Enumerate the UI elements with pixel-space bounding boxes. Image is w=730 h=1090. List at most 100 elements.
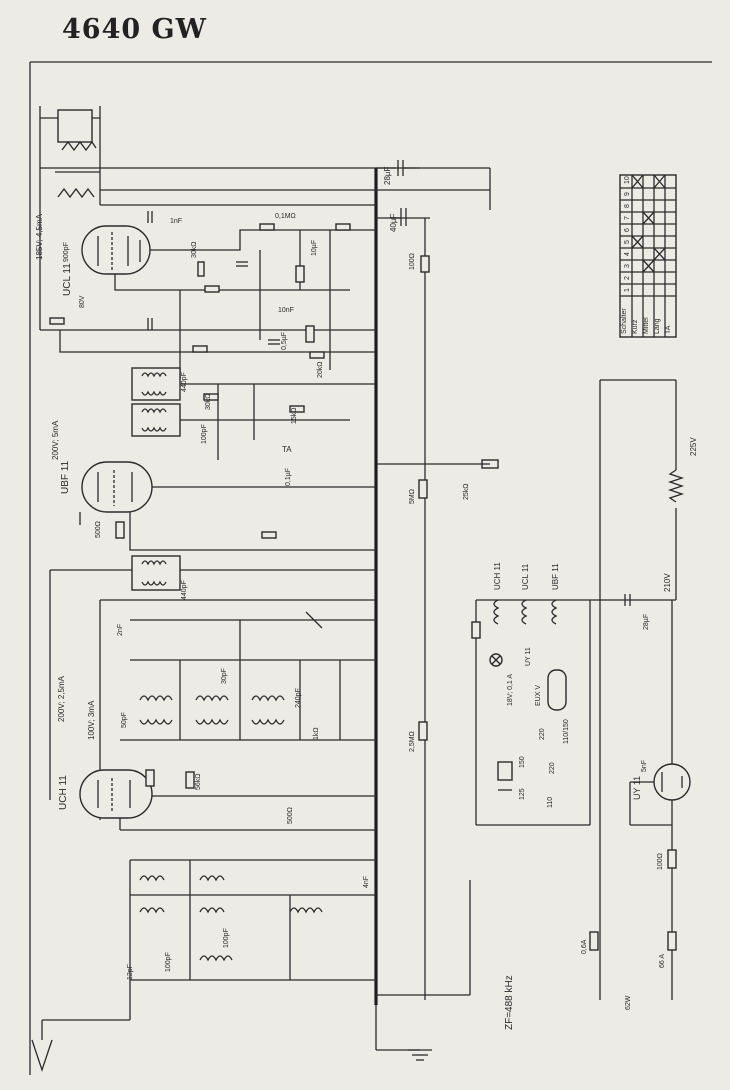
tube-label-uy11: UY 11 (632, 776, 642, 800)
label-r8b: 30kΩ (205, 393, 212, 410)
switch-table-column-label: 5 (624, 240, 631, 244)
antenna-symbol (31, 1000, 131, 1073)
label-c14: 12pF (127, 964, 134, 980)
lamp-rating: 18V; 0,1 A (507, 674, 514, 706)
if-transformer-2 (131, 555, 181, 591)
resistor-30k (203, 393, 219, 401)
label-voltage-ubf: 200V; 5mA (51, 420, 60, 460)
switch-table-column-label: 9 (624, 192, 631, 196)
resistor-heater (471, 621, 481, 639)
label-r12b: 500Ω (287, 807, 294, 824)
lamp-label: UY 11 (525, 647, 532, 666)
label-fuse-a: 0,6A (581, 939, 588, 954)
resistor-500ohm (115, 521, 125, 539)
switch-table-column-label: 2 (624, 276, 631, 280)
label-r1: 1kΩ (313, 727, 320, 740)
resistor-tube-euxv (547, 669, 567, 711)
label-c2: 900pF (63, 242, 70, 262)
tube-uy11 (653, 763, 691, 801)
switch-table-column-label: 8 (624, 204, 631, 208)
label-c7b: 28µF (643, 614, 650, 630)
label-r14: 2,5MΩ (409, 731, 416, 752)
label-r11: 56kΩ (195, 773, 202, 790)
resistor-100ohm (420, 255, 430, 273)
label-r8: 30kΩ (191, 241, 198, 258)
resistor-2-5M (418, 721, 428, 741)
tube-label-ubf11: UBF 11 (60, 460, 71, 494)
variable-capacitor-arrow (305, 611, 323, 629)
ps-resistor (667, 469, 685, 503)
label-r10: 5MΩ (409, 489, 416, 504)
switch-table (619, 174, 677, 338)
switch-table-column-label: 1 (624, 288, 631, 292)
switch-table-column-label: 10 (624, 176, 631, 184)
tube-uch11 (79, 769, 153, 819)
resistor-15k-b (261, 531, 277, 539)
label-c3: 10µF (311, 240, 318, 256)
label-c1: 1nF (170, 218, 182, 225)
fuse-right (667, 931, 677, 951)
switch-table-column-label: 6 (624, 228, 631, 232)
heater-chain (475, 599, 676, 826)
label-c12: 5nF (641, 760, 648, 772)
fuse-left (589, 931, 599, 951)
label-c10b: 100pF (165, 952, 172, 972)
label-c10c: 100pF (223, 928, 230, 948)
resistor-20k (145, 769, 155, 787)
resistor-5M (418, 479, 428, 499)
heater-label-ucl: UCL 11 (521, 563, 530, 590)
resistor-56k (185, 771, 195, 789)
speaker-symbol (39, 106, 101, 330)
oscillator-coils (139, 695, 285, 725)
capacitor-set-a (147, 211, 280, 345)
label-c17: 4nF (363, 876, 370, 888)
label-220b: 220 (549, 762, 556, 774)
label-c10: 100pF (201, 424, 208, 444)
heater-label-ubf: UBF 11 (551, 563, 560, 590)
label-voltage-210: 210V (663, 573, 672, 592)
diagram-title: 4640 GW (62, 14, 207, 45)
label-r12: 500Ω (95, 521, 102, 538)
label-voltage-ucl: 185V; 4,5mA (35, 213, 44, 260)
label-c6: 40µF (389, 213, 398, 232)
switch-table-column-label: 4 (624, 252, 631, 256)
pilot-lamp (489, 653, 503, 667)
switch-table-column-label: 7 (624, 216, 631, 220)
label-voltage-225: 225V (689, 437, 698, 456)
label-grid-voltage: 80V (79, 295, 86, 308)
label-r3: 25kΩ (463, 483, 470, 500)
label-r2b: 100Ω (657, 853, 664, 870)
label-c11: 2nF (117, 624, 124, 636)
label-150: 150 (519, 756, 526, 768)
tube-label-uch11: UCH 11 (58, 775, 69, 810)
label-c18: 240pF (295, 688, 302, 708)
label-r2: 100Ω (409, 253, 416, 270)
switch-table-row-label: Mittel (643, 317, 650, 334)
tube-label-ucl11: UCL 11 (62, 263, 73, 296)
switch-table-row-label: TA (665, 325, 672, 334)
tube-ucl11 (81, 225, 151, 275)
switch-table-column-label: 3 (624, 264, 631, 268)
label-c4: 10nF (278, 307, 294, 314)
label-125: 125 (519, 788, 526, 800)
tube-ubf11 (81, 461, 153, 513)
label-c8: 0,5µF (281, 332, 288, 350)
label-r9: 15kΩ (291, 407, 298, 424)
label-c7: 28µF (383, 166, 392, 185)
resistor-group-ucl (49, 223, 351, 359)
label-power: 62W (625, 995, 632, 1010)
switch-table-row-label: Schalter (621, 308, 628, 334)
label-fuse-b: 66 A (659, 954, 666, 968)
resistor-100ohm-b (667, 849, 677, 869)
label-voltage-uch-a: 200V; 2,5mA (57, 675, 66, 722)
label-c9b: 440pF (181, 580, 188, 600)
label-euxv: EUX V (535, 685, 542, 706)
resistor-15k (289, 405, 305, 413)
label-r13: 20kΩ (317, 361, 324, 378)
mains-selector-box (497, 761, 513, 781)
label-c15: 30pF (221, 668, 228, 684)
label-voltage-uch-b: 100V; 3mA (87, 700, 96, 740)
input-coils (139, 875, 323, 962)
